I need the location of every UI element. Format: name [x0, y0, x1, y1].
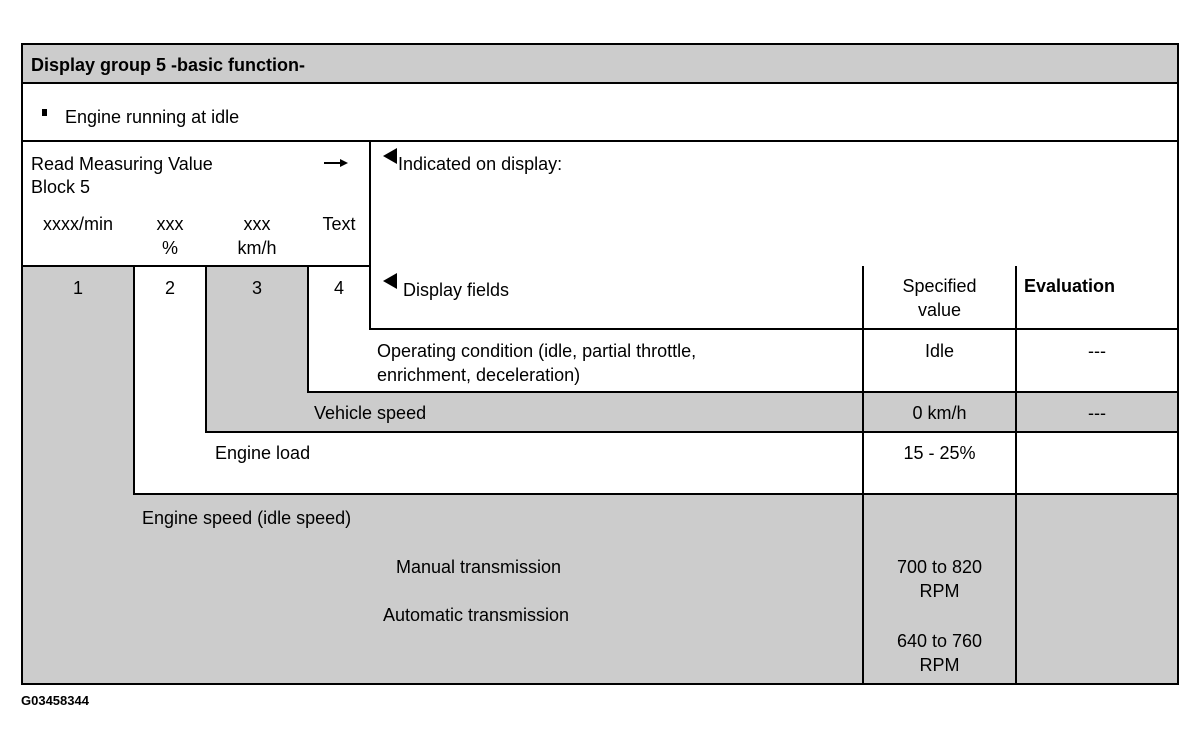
triangle-pointer-icon	[383, 148, 397, 164]
row-operating-condition-eval: ---	[1088, 341, 1106, 361]
column-3-number: 3	[251, 278, 262, 298]
row-vehicle-speed-eval: ---	[1088, 403, 1106, 423]
row-operating-condition-line2: enrichment, deceleration)	[377, 365, 581, 385]
column-3-unit: xxx	[243, 214, 271, 234]
column-1-number: 1	[72, 278, 83, 298]
column-4-unit: Text	[322, 214, 356, 234]
column-2-unit: xxx	[156, 214, 184, 234]
row-engine-load-spec: 15 - 25%	[903, 443, 976, 463]
row-engine-speed-spec-automatic-line2: RPM	[919, 655, 960, 675]
table-title: Display group 5 -basic function-	[31, 55, 306, 75]
figure-code: G03458344	[21, 693, 89, 708]
row-engine-speed-spec-manual-line2: RPM	[919, 581, 960, 601]
specified-header-line2: value	[917, 300, 962, 320]
column-2-number: 2	[164, 278, 175, 298]
row-engine-speed-spec-manual-line1: 700 to 820	[896, 557, 983, 577]
column-1-fill	[21, 266, 134, 683]
column-1-unit: xxxx/min	[42, 214, 113, 234]
row-operating-condition-spec: Idle	[924, 341, 955, 361]
row-engine-load-label: Engine load	[215, 443, 311, 463]
column-4-number: 4	[333, 278, 344, 298]
row-vehicle-speed-label: Vehicle speed	[314, 403, 427, 423]
row-engine-speed-spec-automatic-line1: 640 to 760	[896, 631, 983, 651]
row-engine-speed-automatic: Automatic transmission	[383, 605, 570, 625]
evaluation-header: Evaluation	[1024, 276, 1116, 296]
row-engine-speed-manual: Manual transmission	[396, 557, 562, 577]
row-engine-speed-label: Engine speed (idle speed)	[142, 508, 352, 528]
row-operating-condition-line1: Operating condition (idle, partial throt…	[377, 341, 697, 361]
column-3-unit-sub: km/h	[237, 238, 277, 258]
condition-text: Engine running at idle	[65, 107, 240, 127]
triangle-pointer-icon	[383, 273, 397, 289]
header-bar	[21, 43, 1178, 83]
arrow-right-icon	[324, 159, 348, 167]
display-fields-label: Display fields	[403, 280, 510, 300]
engine-speed-row-fill	[134, 494, 1178, 683]
measuring-title-line2: Block 5	[31, 177, 91, 197]
bullet-icon	[42, 109, 47, 116]
indicated-label: Indicated on display:	[398, 154, 563, 174]
column-2-unit-sub: %	[161, 238, 178, 258]
row-vehicle-speed-spec: 0 km/h	[912, 403, 967, 423]
specified-header-line1: Specified	[902, 276, 977, 296]
measuring-title-line1: Read Measuring Value	[31, 154, 213, 174]
